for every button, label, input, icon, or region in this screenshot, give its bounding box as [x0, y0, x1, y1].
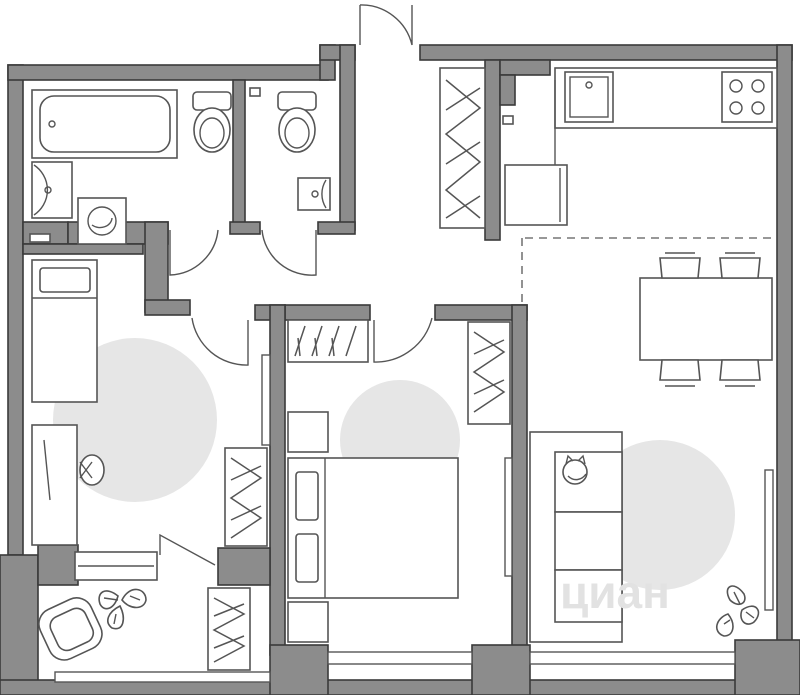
entrance-door [359, 4, 413, 46]
fridge [504, 164, 568, 226]
bedroom-shelf [287, 319, 369, 363]
left-bedroom-door [191, 317, 249, 366]
vent [29, 233, 51, 243]
vent [502, 115, 514, 125]
vent [249, 87, 261, 97]
sofa-cushion [554, 451, 623, 513]
pillow [295, 471, 319, 521]
left-bedroom [31, 259, 105, 546]
dining-chairs [659, 252, 761, 387]
bathroom-door [169, 229, 219, 276]
middle-bedroom [287, 411, 459, 643]
kitchen-sink [564, 71, 614, 123]
middle-bedroom-door [373, 317, 433, 363]
balcony [38, 588, 147, 661]
windows [54, 354, 774, 683]
sink [31, 161, 73, 219]
plant-icon [98, 588, 147, 630]
doors [159, 4, 433, 566]
sofa-cushion [554, 569, 623, 623]
armchair [38, 597, 103, 661]
wc-door [261, 229, 317, 276]
cat-icon [562, 454, 588, 485]
bathtub-basin [39, 95, 171, 153]
sofa-cushion [554, 511, 623, 571]
bathroom [31, 89, 232, 245]
kitchen [504, 67, 778, 387]
wardrobes [74, 67, 511, 671]
living-room [529, 431, 760, 643]
wc [277, 91, 331, 211]
balcony-door [159, 533, 216, 566]
watermark: циан [560, 566, 670, 618]
pillow [295, 533, 319, 583]
nightstand [287, 411, 329, 453]
washing-machine [77, 197, 127, 245]
dining-table [639, 277, 773, 361]
desk [31, 424, 78, 546]
nightstand [287, 601, 329, 643]
desk-chair [79, 454, 105, 486]
pillow [39, 267, 91, 293]
plant-icon [716, 585, 760, 637]
stove [721, 71, 773, 123]
